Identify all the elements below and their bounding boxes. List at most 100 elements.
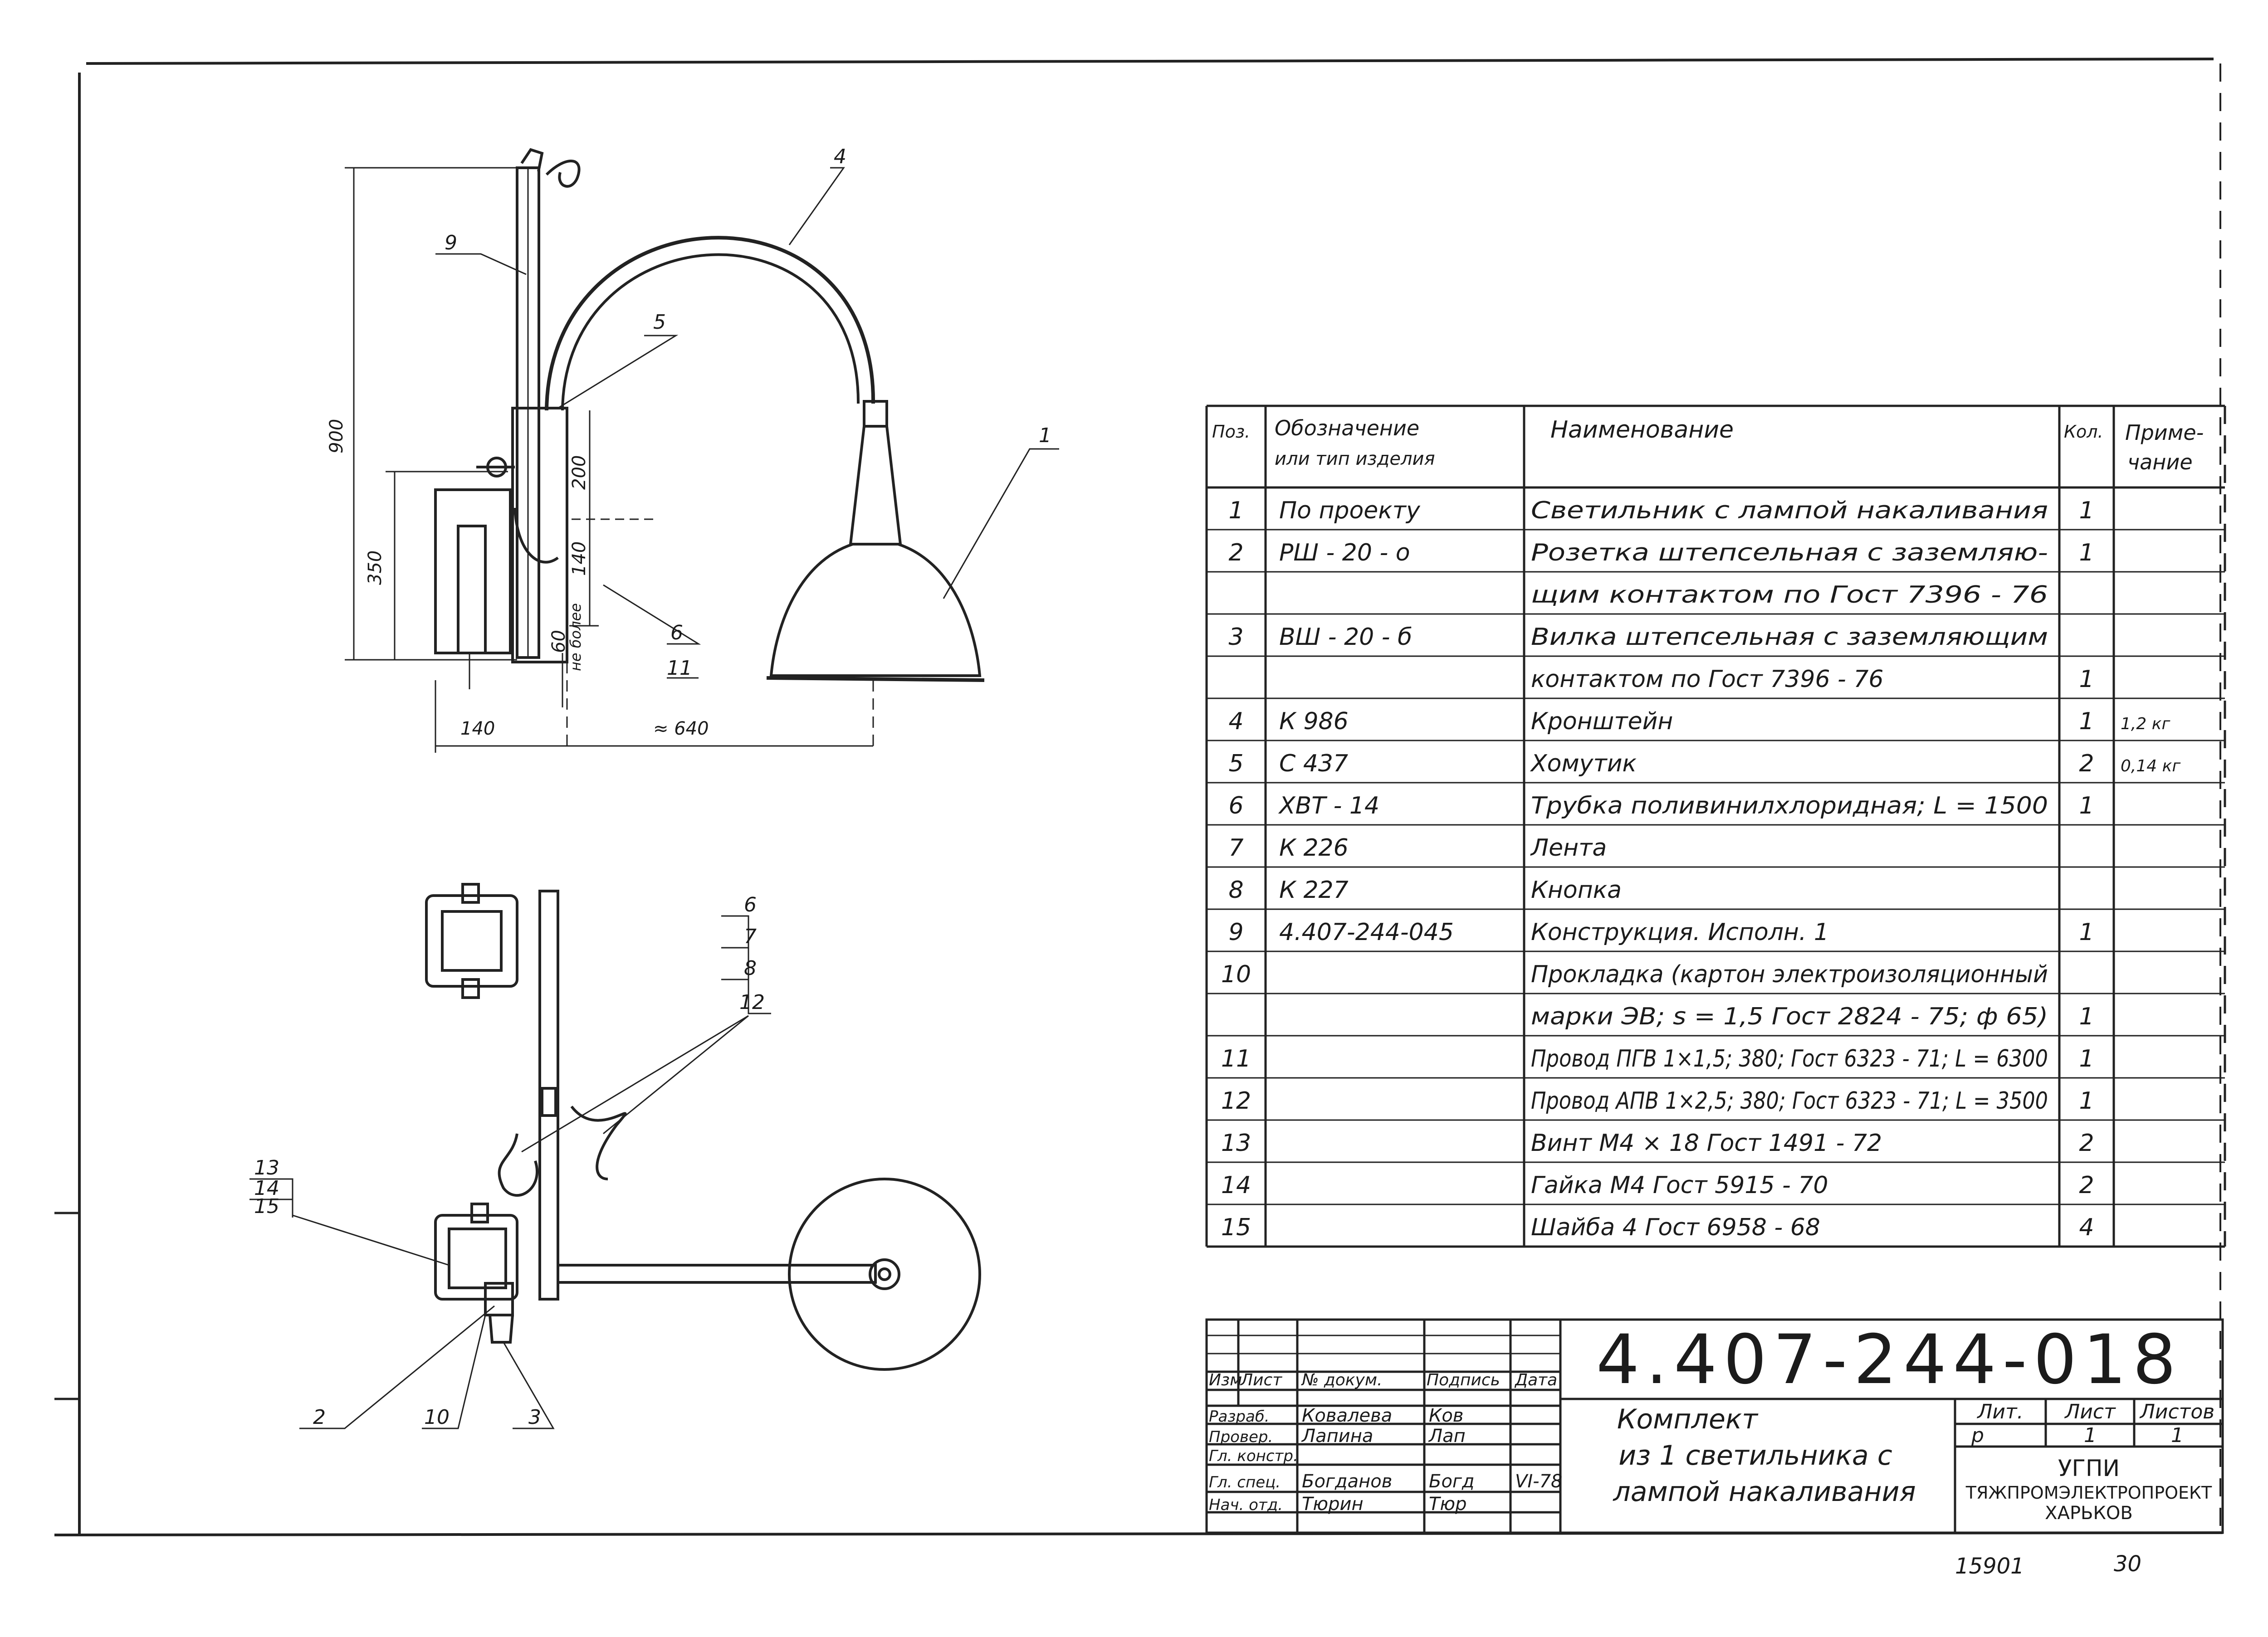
lamp-neck — [849, 425, 902, 546]
header-pos: Поз. — [1212, 422, 1250, 442]
title-block: 4.407-244-018 Комплект из 1 светильника … — [1205, 1318, 2224, 1534]
spec-name: Шайба 4 Гост 6958 - 68 — [1531, 1214, 1820, 1241]
wire-loop-top — [545, 160, 581, 188]
spec-qty: 1 — [2079, 1045, 2094, 1072]
spec-designation: ХВТ - 14 — [1278, 792, 1379, 819]
title-text: Комплект из 1 светильника с лампой накал… — [1613, 1403, 1916, 1508]
spec-name: контактом по Гост 7396 - 76 — [1531, 666, 1884, 693]
header-sign: Подпись — [1427, 1371, 1500, 1389]
header-designation-2: или тип изделия — [1275, 448, 1435, 469]
sheet-frame — [54, 58, 2223, 1536]
callout-4: 4 — [834, 145, 846, 168]
callout-7: 7 — [744, 925, 757, 948]
spec-name: Кнопка — [1531, 877, 1622, 904]
spec-qty: 2 — [2079, 1130, 2094, 1157]
spec-table: Поз. Обозначение или тип изделия Наимено… — [1205, 404, 2226, 1248]
tb-role: Провер. — [1209, 1428, 1273, 1446]
spec-pos: 3 — [1228, 624, 1243, 651]
dim-60: 60 — [548, 630, 569, 653]
spec-pos: 7 — [1228, 834, 1243, 862]
lamp-plan-view — [425, 883, 981, 1371]
title-block-headers: Изм Лист № докум. Подпись Дата — [1209, 1371, 1557, 1389]
page-number: 30 — [2114, 1551, 2141, 1577]
spec-name: Провод АПВ 1×2,5; 380; Гост 6323 - 71; L… — [1531, 1087, 2048, 1115]
lit-block: Лит. Лист Листов р 1 1 — [1971, 1400, 2214, 1447]
spec-table-header: Поз. Обозначение или тип изделия Наимено… — [1212, 416, 2204, 474]
spec-name: Розетка штепсельная с заземляю- — [1531, 539, 2048, 566]
spec-pos: 14 — [1221, 1172, 1251, 1199]
tb-signature: Тюр — [1429, 1494, 1467, 1515]
spec-pos: 10 — [1221, 961, 1251, 988]
lit-label: Лит. — [1976, 1400, 2023, 1423]
spec-pos: 8 — [1228, 877, 1243, 904]
spec-designation: К 227 — [1279, 877, 1349, 904]
spec-name: Хомутик — [1530, 750, 1637, 777]
spec-name: Кронштейн — [1531, 708, 1673, 735]
spec-pos: 11 — [1221, 1045, 1251, 1072]
spec-name: Винт М4 × 18 Гост 1491 - 72 — [1531, 1130, 1882, 1157]
callout-11: 11 — [667, 657, 692, 680]
footer: 15901 30 — [1955, 1551, 2141, 1579]
tb-name: Лапина — [1301, 1426, 1373, 1447]
tb-role: Разраб. — [1209, 1408, 1270, 1426]
spec-name: щим контактом по Гост 7396 - 76 — [1531, 581, 2048, 609]
spec-pos: 4 — [1228, 708, 1243, 735]
header-note-2: чание — [2127, 450, 2193, 474]
spec-qty: 2 — [2079, 750, 2094, 777]
dim-ne-bolee: не более — [567, 603, 584, 671]
dimension-texts-side: 900 350 200 140 60 не более 140 ≈ 640 — [326, 419, 709, 739]
tb-role: Гл. констр. — [1209, 1447, 1298, 1465]
spec-designation: РШ - 20 - о — [1279, 539, 1410, 566]
tb-name: Ковалева — [1302, 1405, 1392, 1426]
spec-pos: 2 — [1228, 539, 1243, 566]
lamp-shade — [769, 543, 982, 677]
spec-pos: 5 — [1228, 750, 1243, 777]
callout-9: 9 — [445, 231, 457, 254]
spec-pos: 6 — [1228, 792, 1243, 819]
spec-name: марки ЭВ; s = 1,5 Гост 2824 - 75; ф 65) — [1531, 1003, 2048, 1030]
spec-qty: 4 — [2079, 1214, 2094, 1241]
organization: УГПИ ТЯЖПРОМЭЛЕКТРОПРОЕКТ ХАРЬКОВ — [1965, 1455, 2212, 1524]
dim-200: 200 — [569, 455, 590, 490]
callout-10: 10 — [424, 1406, 450, 1429]
org-line-3: ХАРЬКОВ — [2045, 1503, 2133, 1524]
spec-designation: ВШ - 20 - б — [1279, 624, 1412, 651]
spec-name: Провод ПГВ 1×1,5; 380; Гост 6323 - 71; L… — [1531, 1045, 2048, 1072]
header-note-1: Приме- — [2125, 420, 2204, 445]
tb-role: Гл. спец. — [1209, 1473, 1281, 1491]
callout-3: 3 — [528, 1406, 541, 1429]
sheets-value: 1 — [2171, 1424, 2184, 1447]
header-date: Дата — [1514, 1371, 1557, 1389]
lamp-socket — [863, 400, 888, 428]
spec-name: Прокладка (картон электроизоляционный — [1531, 961, 2048, 988]
dim-900: 900 — [326, 419, 347, 453]
tb-role: Нач. отд. — [1209, 1496, 1283, 1514]
spec-qty: 1 — [2079, 539, 2094, 566]
spec-designation: 4.407-244-045 — [1279, 919, 1454, 946]
spec-name: Светильник с лампой накаливания — [1531, 497, 2048, 524]
arm-plan — [557, 1264, 877, 1284]
spec-name: Лента — [1530, 834, 1607, 862]
spec-qty: 1 — [2079, 666, 2094, 693]
callout-14: 14 — [254, 1177, 279, 1200]
spec-designation: К 986 — [1279, 708, 1349, 735]
org-line-2: ТЯЖПРОМЭЛЕКТРОПРОЕКТ — [1965, 1483, 2212, 1503]
header-list: Лист — [1240, 1371, 1282, 1389]
title-line-2: из 1 светильника с — [1618, 1440, 1892, 1471]
dim-350: 350 — [365, 551, 386, 585]
callout-numbers: 4 1 9 5 6 11 6 7 8 12 13 14 15 2 10 3 — [254, 145, 1051, 1429]
spec-name: Гайка М4 Гост 5915 - 70 — [1531, 1172, 1828, 1199]
header-doc: № докум. — [1301, 1371, 1382, 1389]
header-qty: Кол. — [2064, 422, 2103, 442]
spec-pos: 12 — [1221, 1087, 1251, 1115]
tb-signature: Ков — [1429, 1405, 1463, 1426]
spec-designation: По проекту — [1279, 497, 1421, 524]
spec-pos: 1 — [1228, 497, 1243, 524]
tb-signature: Богд — [1429, 1471, 1475, 1492]
callout-6: 6 — [670, 621, 683, 644]
title-line-3: лампой накаливания — [1613, 1476, 1916, 1508]
post-plan — [538, 890, 559, 1301]
callout-2: 2 — [313, 1406, 326, 1429]
